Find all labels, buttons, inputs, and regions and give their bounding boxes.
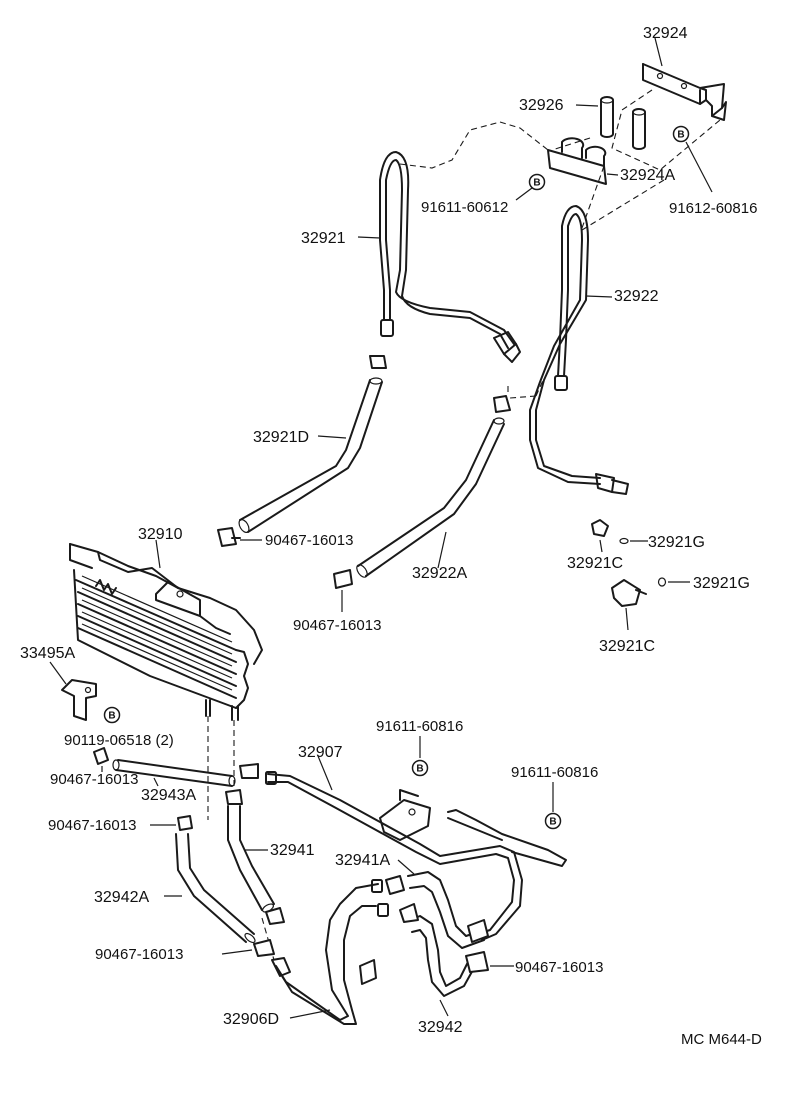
label-91612-60816: 91612-60816 [669,200,757,217]
clamp-90467-e [221,939,275,957]
badge-91611-60816-b: B [544,782,562,830]
badge-91612-60816: B [672,125,713,193]
svg-text:B: B [549,817,556,828]
hose-32942 [409,915,475,1017]
clamp-90467-b [333,569,353,612]
label-32942A: 32942A [94,889,149,906]
oil-cooler-32910 [69,539,263,721]
fitting-32921C-a [591,519,609,553]
alignment-lines-cooler [207,716,275,961]
svg-text:B: B [677,130,684,141]
clamp-90467-a [217,527,262,547]
clamp-mid-a [239,763,259,779]
label-32924: 32924 [643,25,688,42]
svg-text:B: B [416,764,423,775]
badge-90119-06518: B [103,706,121,724]
label-33495A: 33495A [20,645,75,662]
badge-91611-60612: B [515,173,546,201]
dash-hose-link [507,377,545,399]
svg-text:B: B [533,178,540,189]
label-32926: 32926 [519,97,564,114]
label-32921D: 32921D [253,429,309,446]
diagram-code: MC M644-D [681,1031,762,1048]
label-32943A: 32943A [141,787,196,804]
label-90467-16013-e: 90467-16013 [95,946,183,963]
label-32910: 32910 [138,526,183,543]
part-labels: 32924 32926 32924A 91611-60612 91612-608… [20,25,762,1048]
hose-32941 [227,805,275,913]
bracket-32924 [642,37,727,121]
label-90467-16013-b: 90467-16013 [293,617,381,634]
pipe-32922 [529,205,629,495]
oring-32921G-a [619,537,648,545]
bushing-32926 [575,96,646,150]
label-32924A: 32924A [620,167,675,184]
label-32906D: 32906D [223,1011,279,1028]
pipe-32906D [271,879,389,1025]
label-32921C-a: 32921C [567,555,623,572]
fitting-32921C-b [611,579,647,631]
hose-32942A [164,833,256,944]
label-32941A: 32941A [335,852,390,869]
label-91611-60612: 91611-60612 [421,199,508,216]
clamp-mid-b [225,789,243,805]
oring-32921G-b [657,577,690,587]
clamp-32924A [547,137,619,185]
label-32941: 32941 [270,842,315,859]
badge-91611-60816-a: B [411,736,429,777]
label-32921: 32921 [301,230,346,247]
pipe-32907 [265,755,567,941]
hose-32943A [112,759,236,787]
hose-32922A [356,417,505,578]
collar-32941 [265,907,285,925]
label-32922A: 32922A [412,565,467,582]
collar-top-mid [493,395,511,413]
label-32921C-b: 32921C [599,638,655,655]
hose-32941A [397,859,485,949]
svg-text:B: B [108,711,115,722]
hose-32921D [238,377,383,533]
clamp-90467-d [150,815,193,831]
label-90467-16013-d: 90467-16013 [48,817,136,834]
label-32907: 32907 [298,744,343,761]
label-90467-16013-f: 90467-16013 [515,959,603,976]
label-90119-06518: 90119-06518 (2) [64,732,174,749]
clamp-group-right [385,875,514,973]
label-32942: 32942 [418,1019,463,1036]
label-90467-16013-a: 90467-16013 [265,532,353,549]
label-91611-60816-b: 91611-60816 [511,764,598,781]
label-91611-60816-a: 91611-60816 [376,718,463,735]
label-32922: 32922 [614,288,659,305]
label-90467-16013-c: 90467-16013 [50,771,138,788]
label-32921G-b: 32921G [693,575,750,592]
bracket-33495A [49,661,97,721]
clamp-90467-c [93,747,109,772]
label-32921G-a: 32921G [648,534,705,551]
collar-top-left [369,355,387,369]
pipe-32921 [357,151,521,363]
